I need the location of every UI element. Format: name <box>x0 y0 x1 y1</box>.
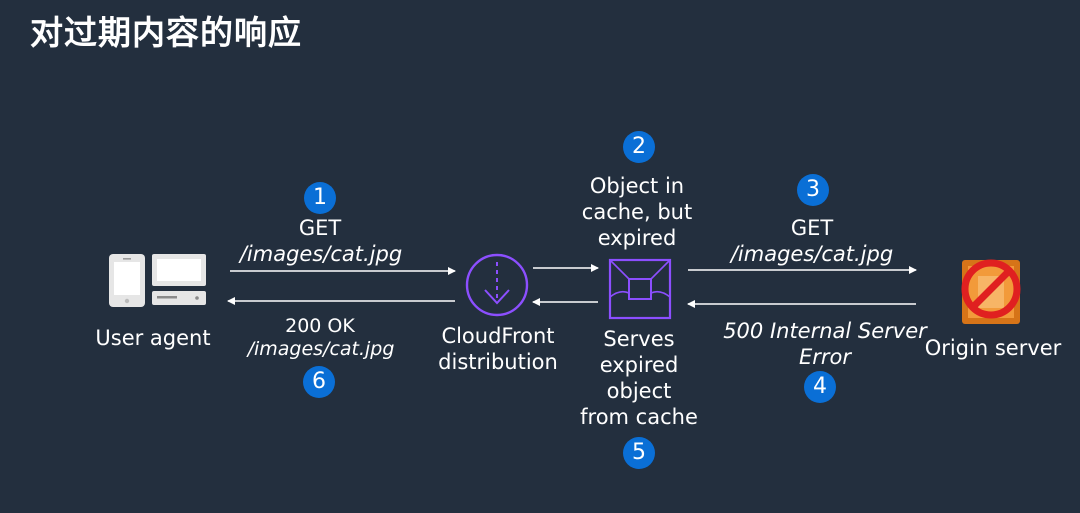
step-1-badge: 1 <box>304 182 336 214</box>
step-2-line1: Object in <box>589 174 685 198</box>
step-6-line1: 200 OK <box>285 315 355 337</box>
step-2-line2: cache, but <box>581 200 693 224</box>
step-5-badge: 5 <box>623 437 655 469</box>
cache-object-icon <box>608 258 672 320</box>
user-agent-label: User agent <box>95 326 211 350</box>
step-2-line3: expired <box>597 226 677 250</box>
step-1-line2: /images/cat.jpg <box>239 242 403 266</box>
step-1-line1: GET <box>298 216 342 240</box>
step-6-line2: /images/cat.jpg <box>247 338 395 360</box>
step-5-line4: from cache <box>580 405 698 429</box>
step-2-badge: 2 <box>623 131 655 163</box>
step-6-badge: 6 <box>303 366 335 398</box>
step-3-line1: GET <box>790 216 834 240</box>
step-4-line1: 500 Internal Server <box>723 319 927 343</box>
step-3-badge: 3 <box>797 174 829 206</box>
mobile-phone-icon <box>109 254 145 307</box>
prohibited-icon <box>961 259 1021 319</box>
cloudfront-label-line2: distribution <box>438 350 558 374</box>
origin-server-label: Origin server <box>924 336 1062 360</box>
step-5-line3: object <box>606 379 672 403</box>
cloudfront-label-line1: CloudFront <box>441 324 555 348</box>
step-4-line2: Error <box>798 345 852 369</box>
step-3-line2: /images/cat.jpg <box>730 242 894 266</box>
desktop-computer-icon <box>152 254 206 305</box>
step-4-badge: 4 <box>804 371 836 403</box>
step-5-line1: Serves <box>603 327 675 351</box>
step-5-line2: expired <box>599 353 679 377</box>
cloudfront-icon <box>465 253 529 317</box>
page-title: 对过期内容的响应 <box>30 13 302 52</box>
